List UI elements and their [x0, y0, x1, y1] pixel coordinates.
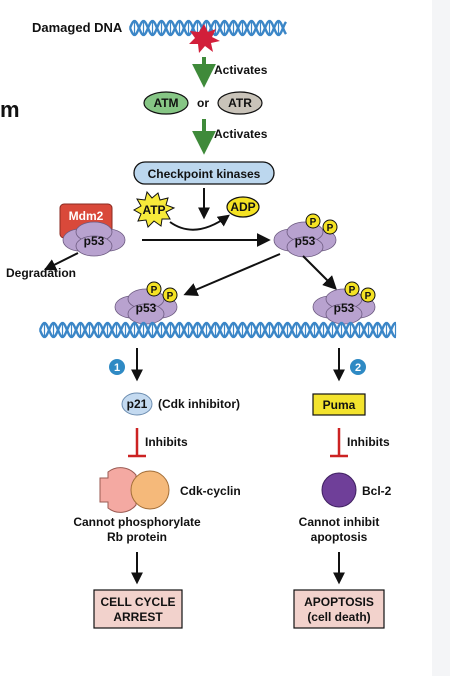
- atp-starburst: [132, 190, 176, 228]
- activates-label-2: Activates: [214, 127, 268, 141]
- phosphate-label: P: [151, 285, 158, 296]
- atp-label: ATP: [142, 203, 165, 217]
- checkpoint-kinases-node: [133, 161, 275, 185]
- cannot-phosphorylate-line1: Cannot phosphorylate: [73, 515, 201, 529]
- puma-label: Puma: [323, 398, 356, 412]
- inhibits-label-right: Inhibits: [347, 435, 390, 449]
- bcl2-icon: [321, 472, 357, 508]
- phosphate-badge: [344, 281, 360, 297]
- cannot-inhibit-line1: Cannot inhibit: [299, 515, 380, 529]
- step-1-badge: [109, 359, 125, 375]
- adp-node: [226, 196, 260, 218]
- step-2-badge: [350, 359, 366, 375]
- phosphate-badge: [162, 287, 178, 303]
- p21-node: [121, 392, 153, 416]
- clipped-text-fragment: m: [0, 97, 20, 122]
- bcl2-label: Bcl-2: [362, 484, 392, 498]
- mdm2-label: Mdm2: [69, 209, 104, 223]
- atr-label: ATR: [228, 96, 252, 110]
- atp-to-adp-arrow: [169, 214, 230, 231]
- phosphate-label: P: [365, 291, 372, 302]
- dna-helix-bottom: [38, 321, 397, 339]
- phosphate-badge: [322, 219, 338, 235]
- phosphate-badge: [146, 281, 162, 297]
- p53-label-bound: p53: [84, 234, 105, 248]
- checkpoint-kinases-label: Checkpoint kinases: [148, 167, 261, 181]
- cell-cycle-arrest-line1: CELL CYCLE: [100, 595, 175, 609]
- cyclin-icon: [130, 470, 170, 510]
- phosphate-label: P: [327, 223, 334, 234]
- p53-label-center: p53: [295, 234, 316, 248]
- step-2-label: 2: [355, 362, 361, 374]
- cdk-icon: [99, 467, 137, 513]
- phosphate-label: P: [310, 217, 317, 228]
- p53-label-right: p53: [334, 301, 355, 315]
- apoptosis-box: [293, 589, 385, 629]
- dna-damage-star-icon: [189, 24, 220, 53]
- atr-node: [217, 91, 263, 115]
- p53-bound-mdm2: [62, 221, 126, 257]
- cell-cycle-arrest-line2: ARREST: [113, 610, 163, 624]
- inhibits-label-left: Inhibits: [145, 435, 188, 449]
- step-1-label: 1: [114, 362, 120, 374]
- arrow-to-right-p53: [302, 255, 337, 290]
- degradation-label: Degradation: [6, 266, 76, 280]
- p53-phosphorylated-center: [273, 221, 337, 258]
- atm-label: ATM: [153, 96, 178, 110]
- atm-node: [143, 91, 189, 115]
- degradation-arrow: [43, 252, 79, 271]
- adp-label: ADP: [230, 200, 255, 214]
- damaged-dna-label: Damaged DNA: [32, 20, 123, 35]
- arrow-to-left-p53: [183, 253, 281, 297]
- puma-node: [312, 393, 366, 416]
- cdk-inhibitor-label: (Cdk inhibitor): [158, 397, 240, 411]
- p53-label-left: p53: [136, 301, 157, 315]
- cannot-phosphorylate-line2: Rb protein: [107, 530, 167, 544]
- cdk-cyclin-label: Cdk-cyclin: [180, 484, 241, 498]
- cell-cycle-arrest-box: [93, 589, 183, 629]
- cannot-inhibit-line2: apoptosis: [311, 530, 368, 544]
- right-margin-strip: [432, 0, 450, 676]
- apoptosis-line2: (cell death): [307, 610, 370, 624]
- phosphate-label: P: [349, 285, 356, 296]
- phosphate-label: P: [167, 291, 174, 302]
- or-label: or: [197, 96, 209, 110]
- p21-label: p21: [127, 397, 148, 411]
- apoptosis-line1: APOPTOSIS: [304, 595, 374, 609]
- activates-label-1: Activates: [214, 63, 268, 77]
- phosphate-badge: [360, 287, 376, 303]
- p53-phosphorylated-right: [312, 288, 376, 325]
- phosphate-badge: [305, 213, 321, 229]
